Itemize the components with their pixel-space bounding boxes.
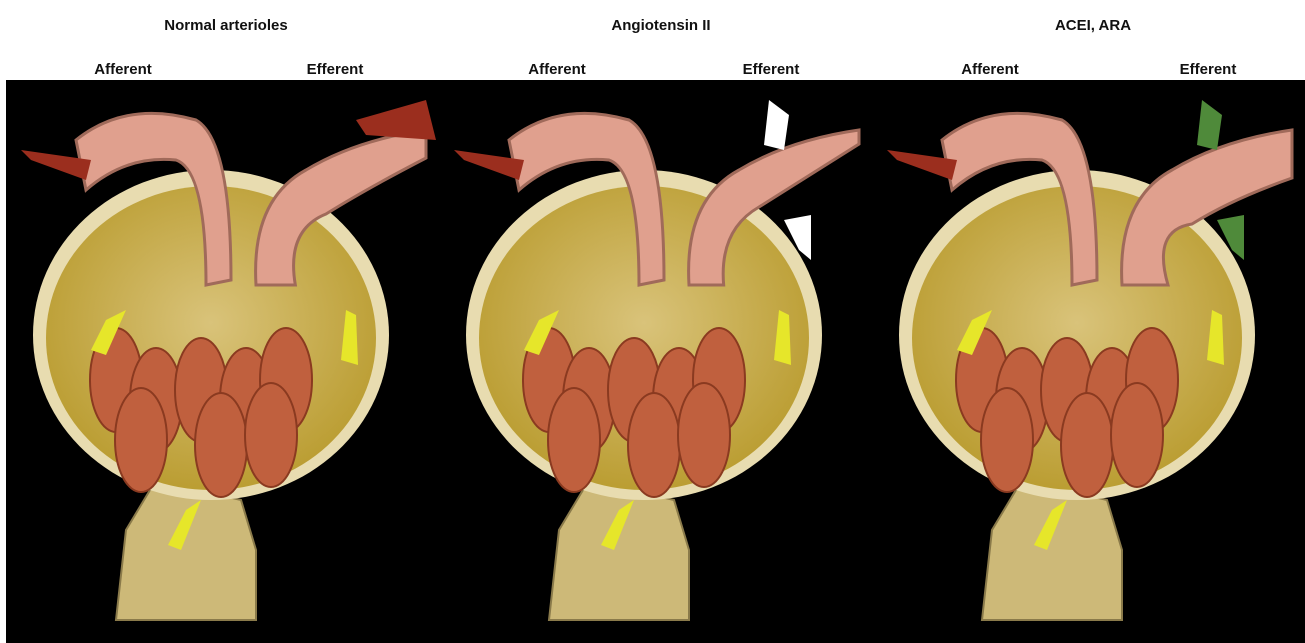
efferent-label-acei: Efferent (1180, 61, 1237, 78)
vasoactive-arrow-icon (1197, 100, 1222, 150)
header: Normal arterioles Angiotensin II ACEI, A… (0, 0, 1305, 60)
capillary-loop (628, 393, 680, 497)
glomerulus-panel-acei (872, 80, 1305, 643)
afferent-label-normal: Afferent (94, 61, 152, 78)
capillary-loop (245, 383, 297, 487)
afferent-label-acei: Afferent (961, 61, 1019, 78)
capillary-loop (1061, 393, 1113, 497)
glomerulus-illustration (872, 80, 1305, 643)
panel-title-acei: ACEI, ARA (1055, 17, 1131, 34)
proximal-tubule (116, 480, 256, 620)
glomerulus-panel-angiotensin (439, 80, 872, 643)
capillary-loop (548, 388, 600, 492)
efferent-label-normal: Efferent (307, 61, 364, 78)
glomerulus-illustration (6, 80, 439, 643)
capillary-loop (195, 393, 247, 497)
proximal-tubule (982, 480, 1122, 620)
glomerulus-illustration (439, 80, 872, 643)
afferent-label-angiotensin: Afferent (528, 61, 586, 78)
glomerulus-panel-normal (6, 80, 439, 643)
capillary-loop (981, 388, 1033, 492)
proximal-tubule (549, 480, 689, 620)
panel-title-normal: Normal arterioles (164, 17, 287, 34)
capillary-loop (1111, 383, 1163, 487)
outflow-arrow-icon (356, 100, 436, 140)
capillary-loop (678, 383, 730, 487)
vasoactive-arrow-icon (764, 100, 789, 150)
illustration-area (6, 80, 1305, 643)
panel-title-angiotensin: Angiotensin II (611, 17, 710, 34)
efferent-label-angiotensin: Efferent (743, 61, 800, 78)
capillary-loop (115, 388, 167, 492)
